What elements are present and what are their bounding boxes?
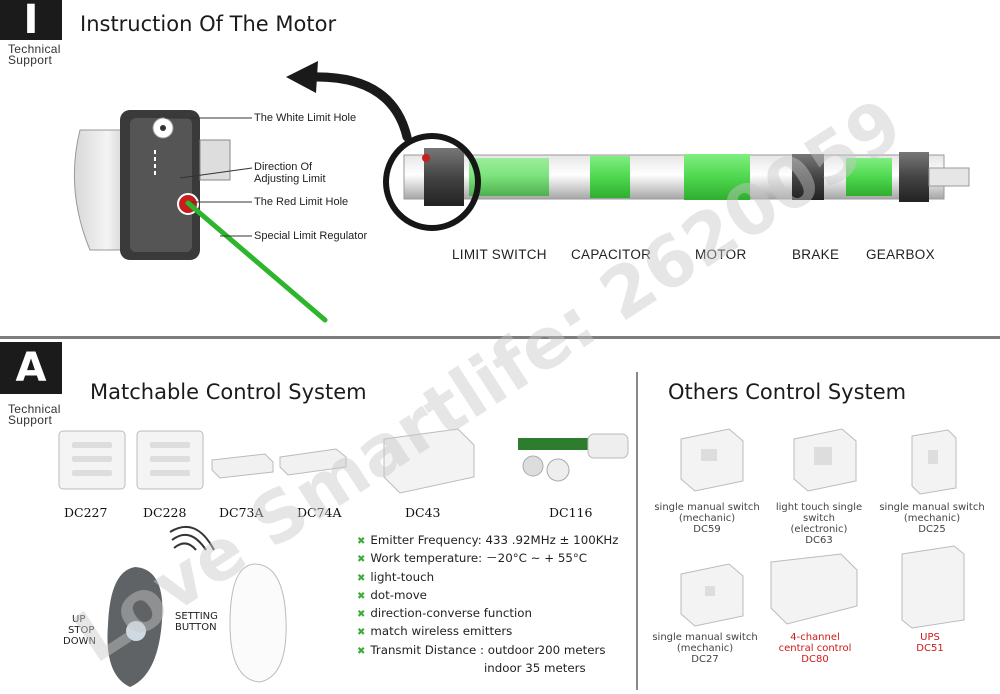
- feature-text: light-touch: [370, 569, 435, 584]
- dc63-switch-image: [793, 428, 857, 492]
- callout-white-limit-hole: The White Limit Hole: [254, 112, 357, 124]
- other-item-dc63-line-1: light touch single switch: [775, 502, 863, 524]
- part-label-limit-switch: LIMIT SWITCH: [452, 247, 547, 262]
- matchable-control-title: Matchable Control System: [90, 380, 367, 404]
- other-item-dc63-code: DC63: [805, 535, 833, 546]
- feature-item: ✖light-touch: [357, 569, 435, 584]
- section-divider: [0, 336, 1000, 339]
- section-badge-i: I: [0, 0, 62, 40]
- remote-label-setting: SETTING BUTTON: [175, 611, 218, 633]
- white-remote-image: [229, 563, 287, 683]
- feature-text: Transmit Distance : outdoor 200 meters: [370, 642, 606, 657]
- dc228-switch-image: [136, 430, 204, 490]
- other-item-dc51-line-1: UPS: [920, 632, 940, 643]
- feature-text: match wireless emitters: [370, 624, 513, 639]
- dc25-switch-image: [911, 429, 957, 495]
- dc59-switch-image: [680, 428, 744, 492]
- remote-label-down: DOWN: [63, 636, 96, 647]
- other-item-dc59-code: DC59: [693, 524, 721, 535]
- section-badge-a: A: [0, 342, 62, 394]
- callout-special-limit-regulator: Special Limit Regulator: [254, 230, 368, 242]
- part-label-capacitor: CAPACITOR: [571, 247, 652, 262]
- remote-label-up: UP: [72, 614, 86, 625]
- feature-item: ✖direction-converse function: [357, 606, 532, 621]
- badge-label-line-2: Support: [8, 53, 53, 67]
- feature-item-indoor: indoor 35 meters: [484, 661, 586, 676]
- badge-label: Technical Support: [8, 42, 61, 67]
- other-item-dc59-line-1: single manual switch: [654, 502, 760, 513]
- feature-text: dot-move: [370, 587, 427, 602]
- signal-waves-icon: [169, 526, 215, 551]
- feature-item: ✖Transmit Distance : outdoor 200 meters: [357, 642, 606, 657]
- badge-label-line-1: Technical: [8, 42, 61, 56]
- other-item-dc59: single manual switch (mechanic) DC59: [652, 502, 762, 535]
- tubular-motor-illustration: [383, 133, 970, 231]
- other-item-dc25-code: DC25: [918, 524, 946, 535]
- callout-direction: Direction Of Adjusting Limit: [254, 161, 326, 185]
- feature-item: ✖Work temperature: －20°C ~ + 55°C: [357, 551, 587, 566]
- limit-regulator-tool: [185, 200, 328, 323]
- dc51-ups-image: [901, 545, 965, 629]
- vertical-divider: [636, 372, 638, 690]
- part-label-motor: MOTOR: [695, 247, 747, 262]
- other-item-dc27-code: DC27: [691, 654, 719, 665]
- feature-item: ✖match wireless emitters: [357, 624, 513, 639]
- callout-direction-line-1: Direction Of: [254, 161, 313, 173]
- dc227-switch-image: [58, 430, 126, 490]
- callout-lines: [165, 117, 253, 237]
- dc73a-emitter-image: [211, 453, 274, 479]
- badge-label-a-line-1: Technical: [8, 402, 61, 416]
- other-item-dc25-line-2: (mechanic): [903, 513, 961, 524]
- other-item-dc51-code: DC51: [916, 643, 944, 654]
- remote-label-setting-line-1: SETTING: [175, 611, 218, 622]
- product-label-dc73a: DC73A: [219, 505, 264, 520]
- product-label-dc227: DC227: [64, 505, 108, 520]
- feature-text: Work temperature: －20°C ~ + 55°C: [370, 551, 587, 566]
- callout-red-limit-hole: The Red Limit Hole: [254, 196, 349, 208]
- feature-item: ✖Emitter Frequency: 433 .92MHz ± 100KHz: [357, 533, 619, 547]
- callout-direction-line-2: Adjusting Limit: [254, 173, 326, 185]
- other-item-dc25-line-1: single manual switch: [879, 502, 985, 513]
- dark-remote-image: [107, 567, 163, 687]
- product-label-dc74a: DC74A: [297, 505, 342, 520]
- badge-label-a: Technical Support: [8, 402, 61, 427]
- dc27-switch-image: [680, 563, 744, 627]
- dc116-receiver-image: [518, 433, 629, 482]
- feature-list: ✖Emitter Frequency: 433 .92MHz ± 100KHz …: [357, 532, 619, 676]
- other-item-dc59-line-2: (mechanic): [678, 513, 736, 524]
- part-label-gearbox: GEARBOX: [866, 247, 935, 262]
- curved-arrow-icon: [286, 61, 412, 142]
- other-item-dc27-line-2: (mechanic): [676, 643, 734, 654]
- feature-text: Emitter Frequency: 433 .92MHz ± 100KHz: [370, 533, 619, 547]
- dc43-receiver-image: [383, 428, 475, 494]
- remote-label-stop: STOP: [68, 625, 95, 636]
- others-control-title: Others Control System: [668, 380, 907, 404]
- dc74a-emitter-image: [279, 448, 347, 476]
- other-item-dc80-line-1: 4-channel: [790, 632, 840, 643]
- product-label-dc116: DC116: [549, 505, 593, 520]
- other-item-dc51: UPS DC51: [880, 632, 980, 654]
- feature-item: ✖dot-move: [357, 587, 427, 602]
- other-item-dc80-code: DC80: [801, 654, 829, 665]
- badge-label-a-line-2: Support: [8, 413, 53, 427]
- other-item-dc80-line-2: central control: [778, 643, 852, 654]
- other-item-dc27-line-1: single manual switch: [652, 632, 758, 643]
- other-item-dc80: 4-channel central control DC80: [760, 632, 870, 665]
- other-item-dc27: single manual switch (mechanic) DC27: [650, 632, 760, 665]
- page-title: Instruction Of The Motor: [80, 12, 337, 36]
- remote-label-setting-line-2: BUTTON: [175, 622, 217, 633]
- dc80-control-image: [770, 553, 858, 625]
- motor-head-illustration: [73, 110, 231, 260]
- part-label-brake: BRAKE: [792, 247, 840, 262]
- other-item-dc63: light touch single switch (electronic) D…: [760, 502, 878, 546]
- feature-text: direction-converse function: [370, 606, 532, 621]
- other-item-dc25: single manual switch (mechanic) DC25: [878, 502, 986, 535]
- other-item-dc63-line-2: (electronic): [790, 524, 848, 535]
- product-label-dc43: DC43: [405, 505, 441, 520]
- product-label-dc228: DC228: [143, 505, 187, 520]
